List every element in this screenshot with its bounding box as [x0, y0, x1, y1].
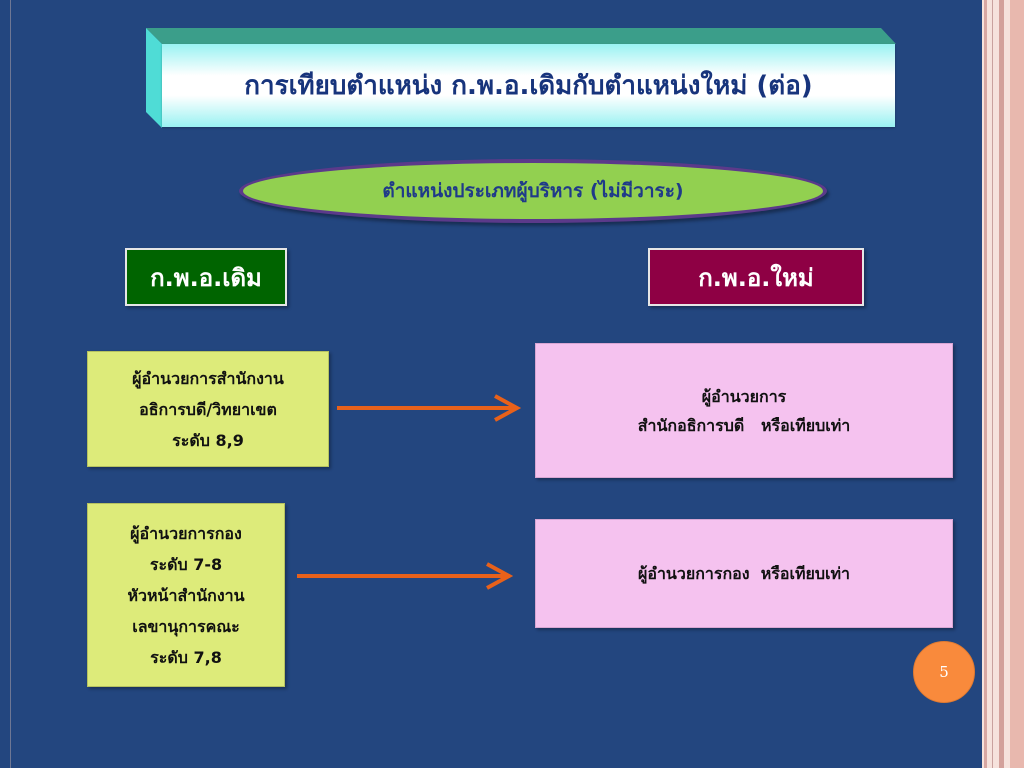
- old-position-1-line: ระดับ 8,9: [172, 430, 244, 450]
- mapping-arrow-2: [297, 562, 514, 590]
- new-position-1-line: ผู้อำนวยการ: [701, 386, 787, 406]
- old-position-2-line: ระดับ 7,8: [150, 647, 222, 667]
- category-label: ตำแหน่งประเภทผู้บริหาร (ไม่มีวาระ): [382, 180, 684, 202]
- old-position-2-line: ระดับ 7-8: [149, 554, 223, 574]
- category-oval: ตำแหน่งประเภทผู้บริหาร (ไม่มีวาระ): [239, 159, 827, 223]
- new-system-header-label: ก.พ.อ.ใหม่: [698, 263, 814, 292]
- old-position-2-line: ผู้อำนวยการกอง: [130, 523, 242, 543]
- old-system-header-label: ก.พ.อ.เดิม: [150, 263, 262, 292]
- page-number: 5: [939, 663, 949, 681]
- page-number-badge: 5: [913, 641, 975, 703]
- new-position-box-2: ผู้อำนวยการกอง หรือเทียบเท่า: [535, 519, 953, 628]
- old-position-1-line: ผู้อำนวยการสำนักงาน: [132, 368, 284, 388]
- left-decorative-line: [10, 0, 11, 768]
- slide-title: การเทียบตำแหน่ง ก.พ.อ.เดิมกับตำแหน่งใหม่…: [244, 71, 813, 101]
- old-system-header: ก.พ.อ.เดิม: [125, 248, 287, 306]
- right-decorative-border: [982, 0, 1024, 768]
- new-position-box-1: ผู้อำนวยการ สำนักอธิการบดี หรือเทียบเท่า: [535, 343, 953, 478]
- old-position-box-1: ผู้อำนวยการสำนักงาน อธิการบดี/วิทยาเขต ร…: [87, 351, 329, 467]
- mapping-arrow-1: [337, 394, 522, 422]
- title-banner: การเทียบตำแหน่ง ก.พ.อ.เดิมกับตำแหน่งใหม่…: [146, 28, 896, 128]
- old-position-1-line: อธิการบดี/วิทยาเขต: [139, 399, 277, 419]
- new-position-2-line: ผู้อำนวยการกอง หรือเทียบเท่า: [637, 564, 851, 583]
- old-position-2-line: หัวหน้าสำนักงาน: [127, 585, 245, 605]
- title-face: การเทียบตำแหน่ง ก.พ.อ.เดิมกับตำแหน่งใหม่…: [162, 44, 895, 127]
- new-system-header: ก.พ.อ.ใหม่: [648, 248, 864, 306]
- new-position-1-line: สำนักอธิการบดี หรือเทียบเท่า: [637, 415, 851, 435]
- old-position-box-2: ผู้อำนวยการกอง ระดับ 7-8 หัวหน้าสำนักงาน…: [87, 503, 285, 687]
- old-position-2-line: เลขานุการคณะ: [132, 616, 240, 636]
- title-bevel-graphic: [146, 28, 896, 128]
